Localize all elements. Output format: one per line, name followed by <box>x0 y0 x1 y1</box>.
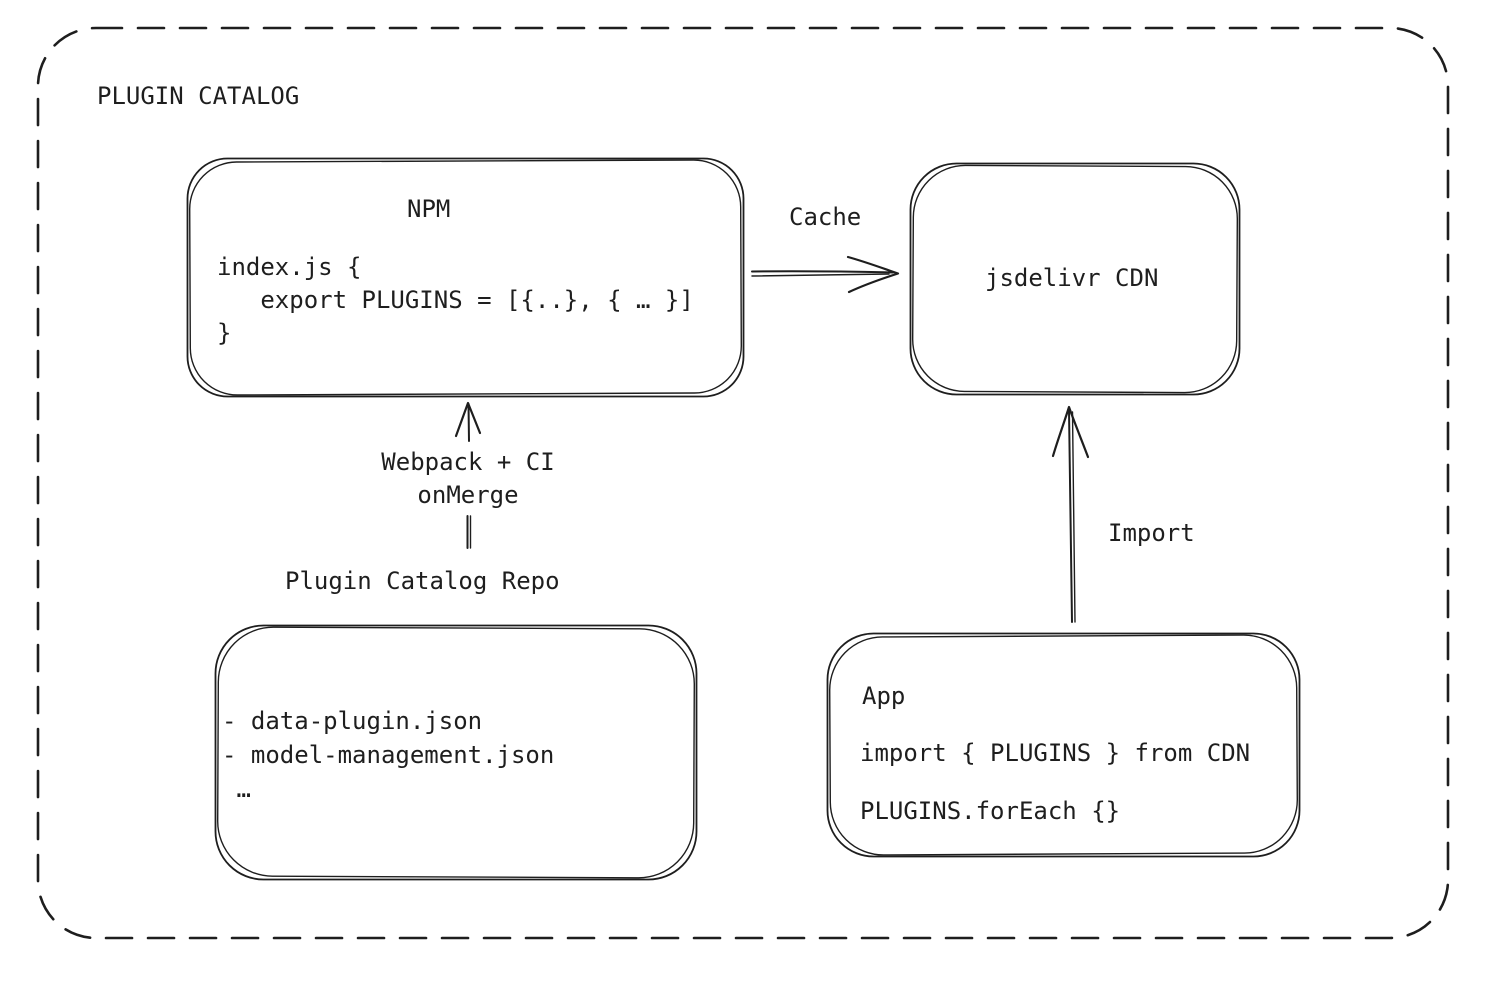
app-box <box>826 632 1301 858</box>
jsdelivr-label: jsdelivr CDN <box>985 264 1159 292</box>
npm-box <box>186 157 745 398</box>
build-edge-label: Webpack + CI onMerge <box>381 448 555 509</box>
build-arrow <box>454 401 482 549</box>
app-title: App <box>862 682 906 710</box>
cache-arrow <box>751 255 900 294</box>
import-edge-label: Import <box>1108 519 1195 547</box>
frame-border <box>36 26 1450 940</box>
app-code-foreach: PLUGINS.forEach {} <box>860 797 1121 825</box>
cache-edge-label: Cache <box>789 203 862 231</box>
repo-box <box>214 624 698 881</box>
npm-code: index.js { export PLUGINS = [{..}, { … }… <box>217 253 694 347</box>
repo-file-list: - data-plugin.json - model-management.js… <box>222 707 555 803</box>
import-arrow <box>1051 405 1090 623</box>
repo-title: Plugin Catalog Repo <box>285 567 560 595</box>
jsdelivr-box <box>909 162 1241 396</box>
frame-title: PLUGIN CATALOG <box>97 82 300 110</box>
app-code-import: import { PLUGINS } from CDN <box>860 739 1251 767</box>
npm-title: NPM <box>407 195 451 223</box>
